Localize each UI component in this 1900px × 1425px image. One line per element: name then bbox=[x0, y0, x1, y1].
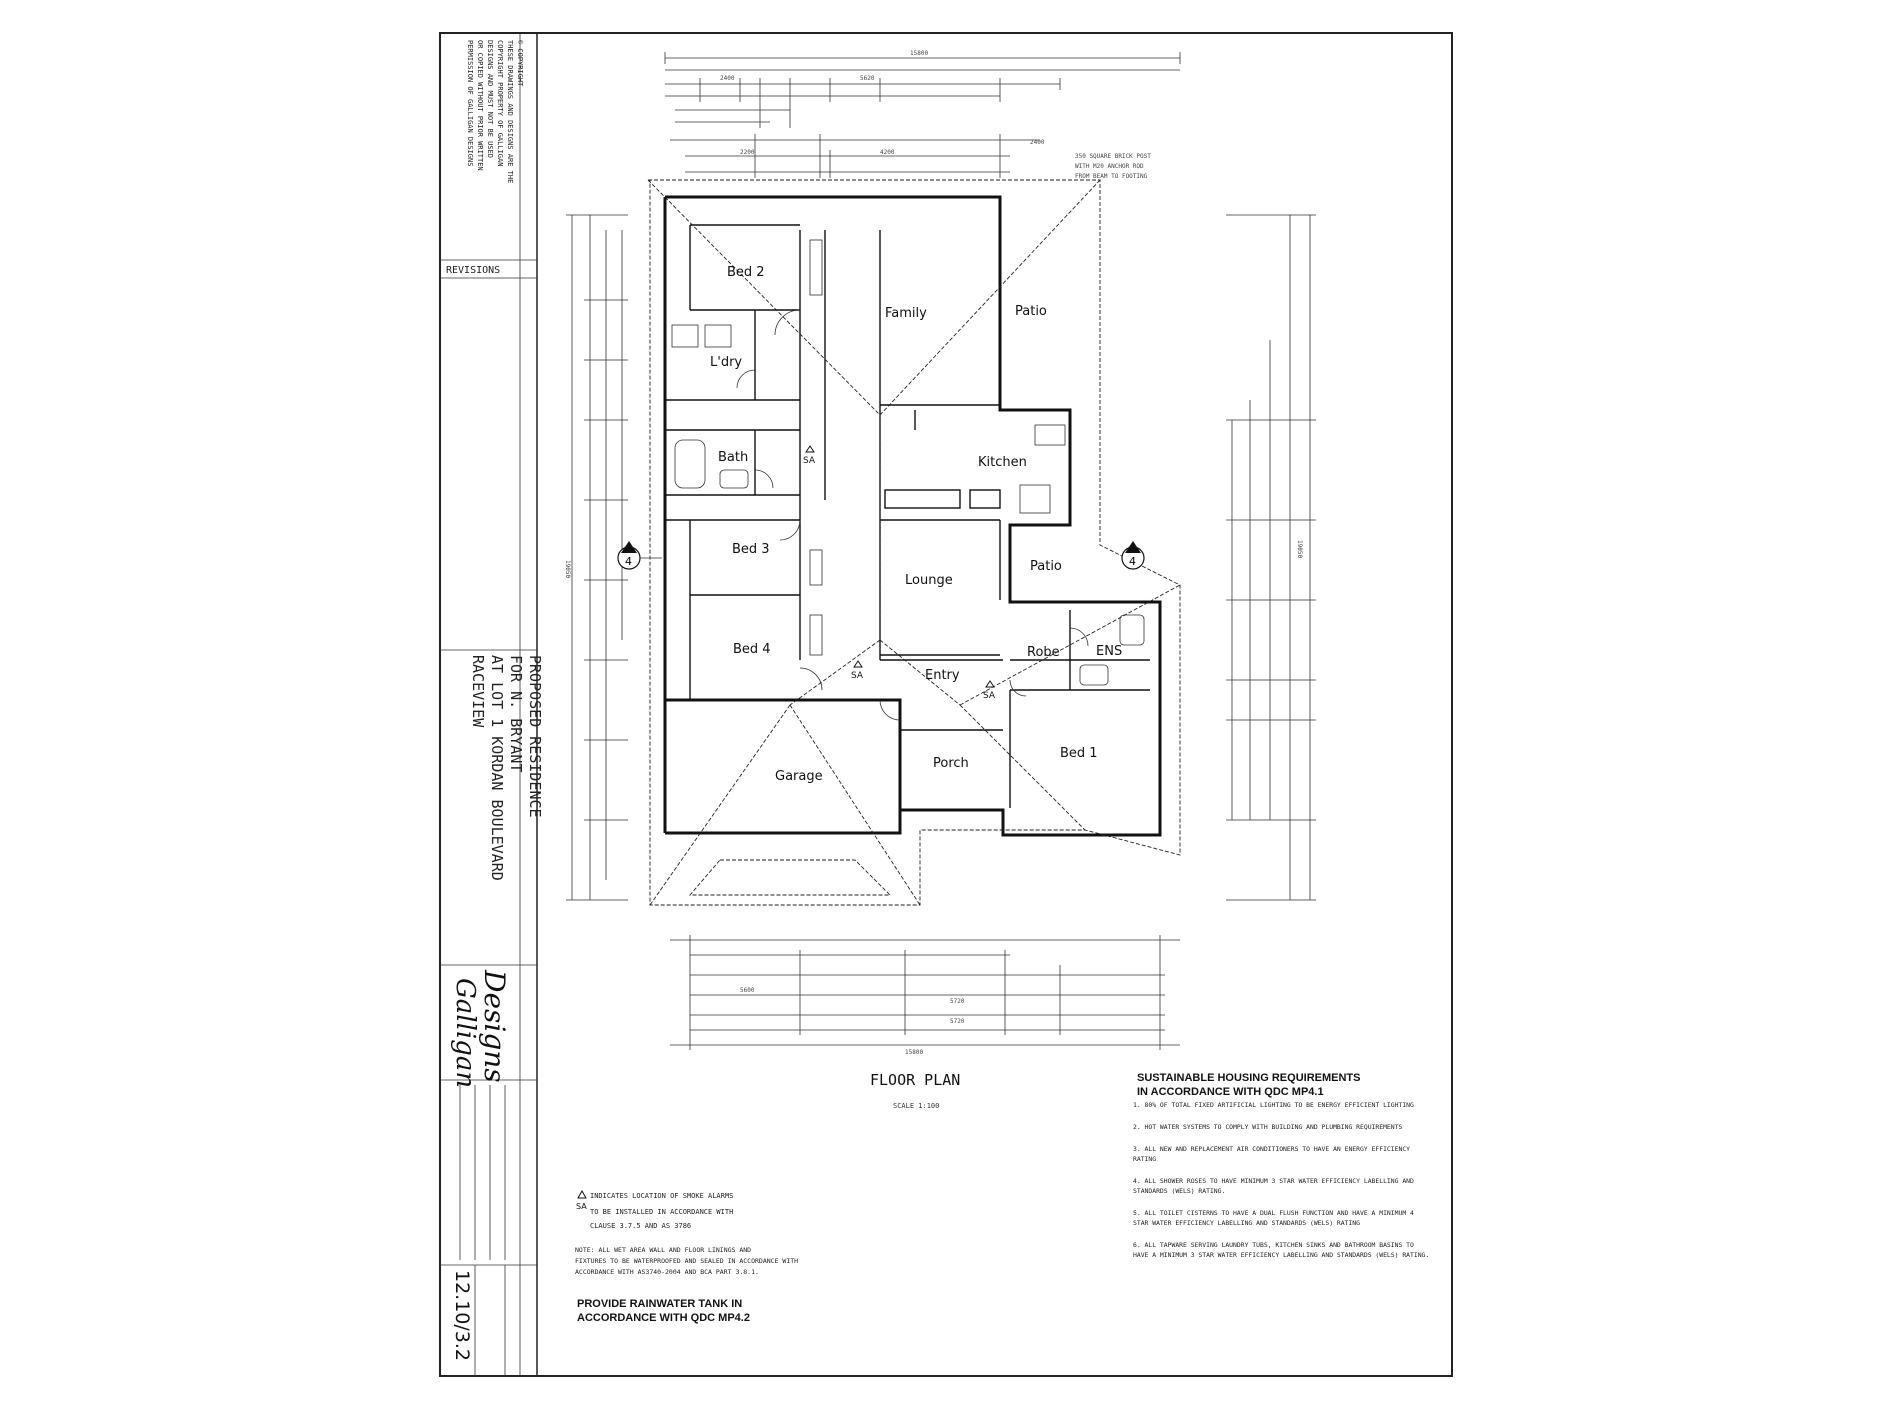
plan-scale: SCALE 1:100 bbox=[893, 1102, 939, 1110]
svg-text:ACCORDANCE WITH QDC MP4.2: ACCORDANCE WITH QDC MP4.2 bbox=[577, 1312, 750, 1324]
svg-text:TO BE INSTALLED IN ACCORDANCE: TO BE INSTALLED IN ACCORDANCE WITH bbox=[590, 1208, 733, 1216]
svg-text:AT LOT 1 KORDAN BOULEVARD: AT LOT 1 KORDAN BOULEVARD bbox=[488, 655, 506, 881]
sustainable-item: 5. ALL TOILET CISTERNS TO HAVE A DUAL FL… bbox=[1133, 1209, 1414, 1227]
contact-lines bbox=[459, 1085, 506, 1260]
sustainable-item: 2. HOT WATER SYSTEMS TO COMPLY WITH BUIL… bbox=[1133, 1123, 1403, 1131]
designer-logo: Galligan Designs bbox=[450, 969, 511, 1088]
sustainable-item: 4. ALL SHOWER ROSES TO HAVE MINIMUM 3 ST… bbox=[1133, 1177, 1414, 1195]
svg-text:SA: SA bbox=[851, 671, 864, 681]
title-block: © COPYRIGHT THESE DRAWINGS AND DESIGNS A… bbox=[439, 32, 544, 1377]
room-bed4: Bed 4 bbox=[733, 642, 771, 657]
brick-post-note-2: WITH M20 ANCHOR ROD bbox=[1075, 163, 1144, 170]
svg-text:5620: 5620 bbox=[860, 75, 875, 82]
dimension-chains-top: 15800 2400 5620 2200 4200 2400 bbox=[664, 50, 1181, 178]
room-bed2: Bed 2 bbox=[727, 265, 765, 280]
dimension-chains-left: 19050 bbox=[564, 214, 628, 901]
room-entry: Entry bbox=[925, 668, 960, 683]
svg-text:4: 4 bbox=[1129, 555, 1136, 568]
wet-area-note: NOTE: ALL WET AREA WALL AND FLOOR LINING… bbox=[575, 1246, 798, 1276]
room-ens: ENS bbox=[1096, 644, 1122, 659]
svg-text:PROVIDE RAINWATER TANK IN: PROVIDE RAINWATER TANK IN bbox=[577, 1298, 742, 1310]
sheet-border bbox=[439, 32, 1453, 1377]
svg-text:19050: 19050 bbox=[564, 560, 571, 578]
svg-text:FOR N. BRYANT: FOR N. BRYANT bbox=[507, 655, 525, 772]
copyright-text: © COPYRIGHT THESE DRAWINGS AND DESIGNS A… bbox=[466, 40, 524, 183]
svg-text:THESE DRAWINGS AND DESIGNS ARE: THESE DRAWINGS AND DESIGNS ARE THE bbox=[506, 40, 514, 183]
svg-text:15800: 15800 bbox=[910, 50, 928, 57]
svg-text:5600: 5600 bbox=[740, 987, 755, 994]
svg-text:5720: 5720 bbox=[950, 998, 965, 1005]
section-marker-left: 4 bbox=[617, 541, 662, 570]
svg-text:Designs: Designs bbox=[478, 969, 511, 1083]
room-kitchen: Kitchen bbox=[978, 455, 1027, 470]
svg-text:19050: 19050 bbox=[1296, 540, 1303, 558]
svg-text:4200: 4200 bbox=[880, 149, 895, 156]
smoke-alarm-note: SA INDICATES LOCATION OF SMOKE ALARMS TO… bbox=[576, 1189, 733, 1230]
sustainable-item: 3. ALL NEW AND REPLACEMENT AIR CONDITION… bbox=[1133, 1145, 1411, 1163]
room-patio-top: Patio bbox=[1015, 304, 1047, 319]
drawing-number: 12.10/3.2 bbox=[451, 1270, 473, 1361]
svg-text:NOTE: ALL WET AREA WALL AND FL: NOTE: ALL WET AREA WALL AND FLOOR LINING… bbox=[575, 1246, 751, 1254]
svg-text:© COPYRIGHT: © COPYRIGHT bbox=[516, 40, 524, 87]
svg-text:Galligan: Galligan bbox=[450, 978, 480, 1088]
room-labels: Bed 2 Family Patio L'dry Bath Kitchen Be… bbox=[710, 265, 1122, 784]
section-marker-right: 4 bbox=[1121, 541, 1145, 570]
svg-text:2400: 2400 bbox=[720, 75, 735, 82]
room-patio-mid: Patio bbox=[1030, 559, 1062, 574]
project-description: PROPOSED RESIDENCE FOR N. BRYANT AT LOT … bbox=[469, 655, 544, 881]
svg-text:2200: 2200 bbox=[740, 149, 755, 156]
room-ldry: L'dry bbox=[710, 355, 742, 370]
svg-text:PROPOSED RESIDENCE: PROPOSED RESIDENCE bbox=[526, 655, 544, 818]
sustainable-item: 1. 80% OF TOTAL FIXED ARTIFICIAL LIGHTIN… bbox=[1133, 1101, 1414, 1109]
brick-post-note-3: FROM BEAM TO FOOTING bbox=[1075, 173, 1148, 180]
svg-text:PERMISSION OF GALLIGAN DESIGNS: PERMISSION OF GALLIGAN DESIGNS bbox=[466, 40, 474, 166]
smoke-alarm-markers: SA SA SA bbox=[803, 445, 996, 701]
svg-text:RACEVIEW: RACEVIEW bbox=[469, 655, 487, 728]
svg-text:4: 4 bbox=[625, 555, 632, 568]
room-family: Family bbox=[885, 306, 927, 321]
room-robe: Robe bbox=[1027, 645, 1060, 660]
svg-text:CLAUSE 3.7.5 AND AS 3786: CLAUSE 3.7.5 AND AS 3786 bbox=[590, 1222, 691, 1230]
room-porch: Porch bbox=[933, 756, 969, 771]
svg-text:5720: 5720 bbox=[950, 1018, 965, 1025]
roof-lines bbox=[647, 179, 1181, 906]
brick-post-note: 350 SQUARE BRICK POST bbox=[1075, 153, 1151, 160]
svg-text:IN ACCORDANCE WITH QDC MP4.1: IN ACCORDANCE WITH QDC MP4.1 bbox=[1137, 1086, 1324, 1098]
svg-text:DESIGNS AND MUST NOT BE USED: DESIGNS AND MUST NOT BE USED bbox=[486, 40, 494, 158]
svg-text:ACCORDANCE WITH AS3740-2004 AN: ACCORDANCE WITH AS3740-2004 AND BCA PART… bbox=[575, 1268, 759, 1276]
room-garage: Garage bbox=[775, 769, 823, 784]
svg-text:SA: SA bbox=[803, 456, 816, 466]
revisions-label: REVISIONS bbox=[446, 265, 500, 276]
rainwater-note: PROVIDE RAINWATER TANK IN ACCORDANCE WIT… bbox=[577, 1298, 750, 1324]
room-bed1: Bed 1 bbox=[1060, 746, 1098, 761]
walls bbox=[663, 195, 1162, 837]
sustainable-item: 6. ALL TAPWARE SERVING LAUNDRY TUBS, KIT… bbox=[1133, 1241, 1430, 1259]
svg-text:COPYRIGHT PROPERTY OF GALLIGAN: COPYRIGHT PROPERTY OF GALLIGAN bbox=[496, 40, 504, 166]
plan-title: FLOOR PLAN bbox=[870, 1071, 960, 1089]
svg-text:SA: SA bbox=[576, 1202, 587, 1211]
dimension-chains-bottom: 5600 5720 5720 15800 bbox=[670, 935, 1180, 1056]
dimension-chains-right: 19050 bbox=[1226, 214, 1316, 901]
svg-text:FIXTURES TO BE WATERPROOFED AN: FIXTURES TO BE WATERPROOFED AND SEALED I… bbox=[575, 1257, 798, 1265]
svg-text:SUSTAINABLE HOUSING REQUIREMEN: SUSTAINABLE HOUSING REQUIREMENTS bbox=[1137, 1072, 1360, 1084]
room-bath: Bath bbox=[718, 450, 748, 465]
svg-text:2400: 2400 bbox=[1030, 139, 1045, 146]
room-bed3: Bed 3 bbox=[732, 542, 770, 557]
sustainable-housing-notes: SUSTAINABLE HOUSING REQUIREMENTS IN ACCO… bbox=[1133, 1072, 1430, 1259]
svg-text:OR COPIED WITHOUT PRIOR WRITTE: OR COPIED WITHOUT PRIOR WRITTEN bbox=[476, 40, 484, 171]
svg-text:INDICATES LOCATION OF SMOKE AL: INDICATES LOCATION OF SMOKE ALARMS bbox=[590, 1192, 733, 1200]
svg-text:15800: 15800 bbox=[905, 1049, 923, 1056]
svg-text:SA: SA bbox=[983, 691, 996, 701]
room-lounge: Lounge bbox=[905, 573, 953, 588]
